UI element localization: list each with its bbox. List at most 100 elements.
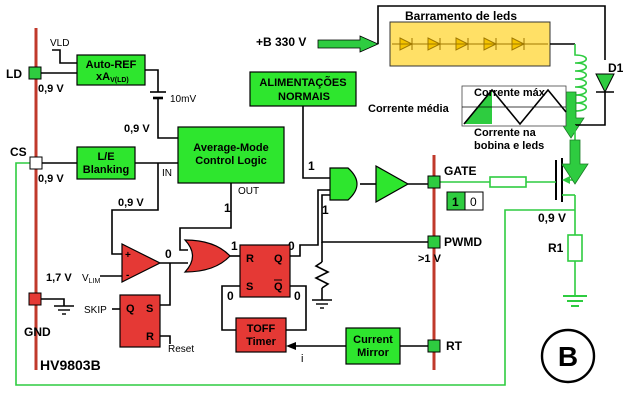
current-avg-label: Corrente média <box>368 103 450 115</box>
r1-voltage: 0,9 V <box>538 211 566 225</box>
gate-resistor <box>489 176 527 188</box>
mirror-line2: Mirror <box>357 347 390 359</box>
cs-to-cmp-wire <box>111 163 159 255</box>
mirror-arrow-icon <box>286 342 296 350</box>
pin-rt <box>427 339 441 353</box>
badge-letter: B <box>558 341 578 372</box>
diode-d1-icon <box>595 73 615 94</box>
reset-label: Reset <box>168 344 194 355</box>
autoref-gain: xAV(LD) <box>96 71 129 84</box>
sk-q: Q <box>126 303 135 315</box>
vld-label: VLD <box>50 38 69 49</box>
or-out-value: 1 <box>231 239 238 253</box>
ground-icon-r1 <box>563 295 587 307</box>
le-line2: Blanking <box>83 164 129 176</box>
led-diodes <box>392 37 548 51</box>
d1-return-wire <box>575 92 606 126</box>
pin-gate <box>427 175 441 189</box>
pin-gate-label: GATE <box>444 164 476 178</box>
ff-qbar-value: 0 <box>294 289 301 303</box>
ff-to-and-wire <box>290 189 330 257</box>
vld-wire <box>52 49 77 64</box>
sk-r: R <box>146 331 154 343</box>
ff-r: R <box>246 253 254 265</box>
avg-out-value: 1 <box>224 201 231 215</box>
cs-feedback-wire <box>15 162 575 386</box>
skip-flipflop <box>119 294 161 348</box>
avg-line2: Control Logic <box>195 155 267 167</box>
sk-s: S <box>146 303 153 315</box>
ground-icon-pwmd <box>312 299 332 309</box>
reset-wire <box>160 335 171 344</box>
led-bar-label: Barramento de leds <box>405 9 517 23</box>
mosfet-current-arrow-icon <box>561 139 589 185</box>
current-max-label: Corrente máx <box>474 87 546 99</box>
gate-high-value: 1 <box>452 195 459 209</box>
ff-s-to-toff-wire <box>221 285 240 331</box>
ff-s-value: 0 <box>227 289 234 303</box>
and-gate-icon <box>329 167 358 201</box>
and-in-value: 1 <box>308 159 315 173</box>
toff-line2: Timer <box>246 336 276 348</box>
pwmd-wire <box>321 194 428 243</box>
vlim-voltage: 1,7 V <box>46 272 72 284</box>
pin-gnd <box>28 292 42 306</box>
and-in2-value: 1 <box>322 203 329 217</box>
pin-pwmd-label: PWMD <box>444 235 482 249</box>
autoref-out-wire <box>145 69 159 92</box>
chip-name: HV9803B <box>40 357 101 373</box>
gate-low-indicator <box>464 191 484 211</box>
gate-buffer-icon <box>375 164 410 204</box>
cmp-plus: + <box>125 250 131 261</box>
power-label-line2: NORMAIS <box>278 91 330 103</box>
pin-cs-label: CS <box>10 145 27 159</box>
pin-ld-label: LD <box>6 67 22 81</box>
autoref-voltage: 0,9 V <box>124 123 150 135</box>
sr-flipflop <box>239 244 291 298</box>
gnd-wire <box>41 298 65 306</box>
pin-ld <box>28 66 42 80</box>
pwmd-voltage: >1 V <box>418 253 442 265</box>
d1-label: D1 <box>608 61 624 75</box>
autoref-title: Auto-REF <box>86 59 137 71</box>
pin-rt-label: RT <box>446 339 463 353</box>
power-label-line1: ALIMENTAÇÕES <box>259 76 346 89</box>
toff-timer-block <box>235 317 287 353</box>
ff-s: S <box>246 281 253 293</box>
avg-line1: Average-Mode <box>193 142 268 154</box>
ff-q: Q <box>274 253 283 265</box>
cs-voltage: 0,9 V <box>38 173 64 185</box>
supply-label: +B 330 V <box>256 35 306 49</box>
ground-icon-chip <box>54 305 74 315</box>
gate-low-value: 0 <box>470 195 477 209</box>
avg-to-or-wire <box>179 183 232 251</box>
badge-circle <box>540 328 596 384</box>
pin-cs <box>29 156 43 170</box>
current-coil-label2: bobina e leds <box>474 140 544 152</box>
power-to-and-wire <box>302 106 330 179</box>
toff-line1: TOFF <box>247 323 276 335</box>
ff-qbar-to-toff-wire <box>286 285 307 331</box>
mirror-line1: Current <box>353 334 393 346</box>
pwmd-resistor <box>314 261 330 289</box>
power-label-box <box>249 71 357 107</box>
i-label: i <box>301 353 303 365</box>
pin-pwmd <box>427 235 441 249</box>
or-gate-icon <box>183 239 231 273</box>
cmp-in-voltage: 0,9 V <box>118 197 144 209</box>
top-wire <box>377 5 606 60</box>
or-to-and-value: 0 <box>288 239 295 253</box>
avg-control-block <box>177 126 285 184</box>
supply-arrow-icon <box>317 35 379 53</box>
r1-label: R1 <box>548 241 564 255</box>
ld-voltage: 0,9 V <box>38 83 64 95</box>
r1-resistor <box>567 234 583 262</box>
cmp-minus: - <box>126 270 129 281</box>
inductor-coil <box>574 44 588 125</box>
waveform-line <box>463 88 567 126</box>
battery-to-avg-wire <box>157 98 178 139</box>
out-label: OUT <box>238 186 259 197</box>
current-coil-label1: Corrente na <box>474 127 537 139</box>
pin-gnd-label: GND <box>24 325 51 339</box>
